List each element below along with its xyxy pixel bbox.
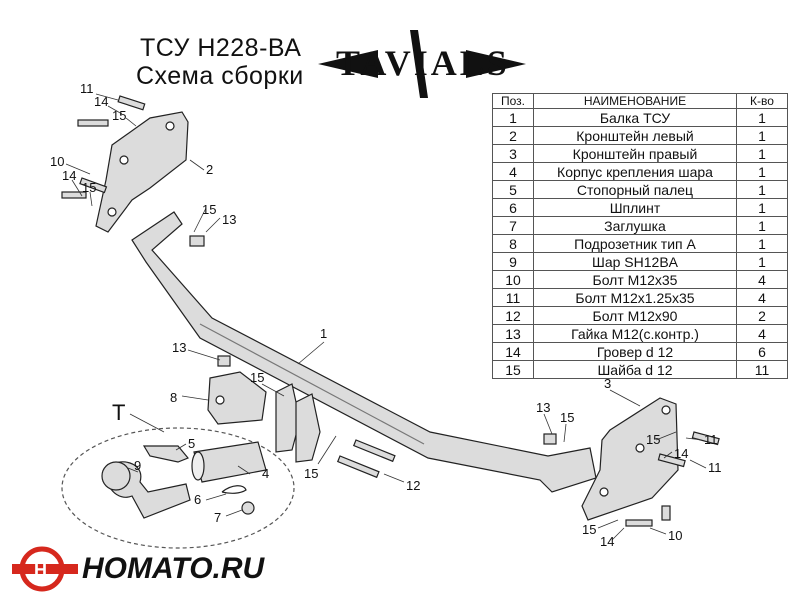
col-qty: К-во [736, 93, 788, 109]
callout-13: 13 [536, 400, 550, 415]
ball-housing [193, 441, 267, 483]
callout-14: 14 [94, 94, 108, 109]
callout-13: 13 [172, 340, 186, 355]
left-bracket [95, 111, 189, 233]
main-beam [131, 211, 597, 493]
callout-14: 14 [600, 534, 614, 549]
row-qty: 11 [736, 360, 788, 379]
row-name: Стопорный палец [533, 180, 737, 199]
callout-15: 15 [560, 410, 574, 425]
row-name: Шайба d 12 [533, 360, 737, 379]
callout-11: 11 [704, 432, 718, 447]
callout-15: 15 [304, 466, 318, 481]
callout-1: 1 [320, 326, 327, 341]
row-pos: 10 [492, 270, 534, 289]
callout-10: 10 [668, 528, 682, 543]
callout-4: 4 [262, 466, 269, 481]
callout-14: 14 [674, 446, 688, 461]
row-name: Болт М12х35 [533, 270, 737, 289]
callout-7: 7 [214, 510, 221, 525]
socket-plate [207, 371, 267, 425]
row-qty: 2 [736, 306, 788, 325]
callout-3: 3 [604, 376, 611, 391]
callout-12: 12 [406, 478, 420, 493]
callout-15: 15 [250, 370, 264, 385]
row-name: Болт М12х90 [533, 306, 737, 325]
callout-T: T [112, 400, 125, 425]
callout-2: 2 [206, 162, 213, 177]
callout-10: 10 [50, 154, 64, 169]
callout-15: 15 [82, 180, 96, 195]
tavials-logo: TAVIALS [318, 28, 526, 100]
row-name: Кронштейн правый [533, 144, 737, 163]
callout-9: 9 [134, 458, 141, 473]
callout-6: 6 [194, 492, 201, 507]
homato-brand: H HOMATO.RU [12, 546, 272, 596]
row-name: Гайка М12(с.контр.) [533, 324, 737, 343]
callout-11: 11 [80, 81, 94, 96]
row-pos: 11 [492, 288, 534, 307]
cap [241, 501, 255, 515]
row-name: Кронштейн левый [533, 126, 737, 145]
callout-15: 15 [112, 108, 126, 123]
row-pos: 15 [492, 360, 534, 379]
callout-15: 15 [202, 202, 216, 217]
svg-text:H: H [34, 560, 47, 580]
callout-14: 14 [62, 168, 76, 183]
brand-text: HOMATO.RU [82, 552, 265, 585]
homato-logo-icon: H [12, 546, 78, 592]
logo-text: TAVIALS [336, 43, 510, 83]
row-name: Шар SH12BA [533, 252, 737, 271]
callout-13: 13 [222, 212, 236, 227]
callout-5: 5 [188, 436, 195, 451]
callout-15: 15 [646, 432, 660, 447]
cotter-pin [221, 485, 247, 494]
callout-11: 11 [708, 460, 722, 475]
drawing-subtitle: Схема сборки [136, 62, 304, 90]
row-pos: 14 [492, 342, 534, 361]
callout-15: 15 [582, 522, 596, 537]
row-pos: 13 [492, 324, 534, 343]
lock-pin [142, 445, 189, 463]
row-qty: 4 [736, 270, 788, 289]
drawing-title: ТСУ Н228-ВА [140, 34, 302, 62]
callout-8: 8 [170, 390, 177, 405]
